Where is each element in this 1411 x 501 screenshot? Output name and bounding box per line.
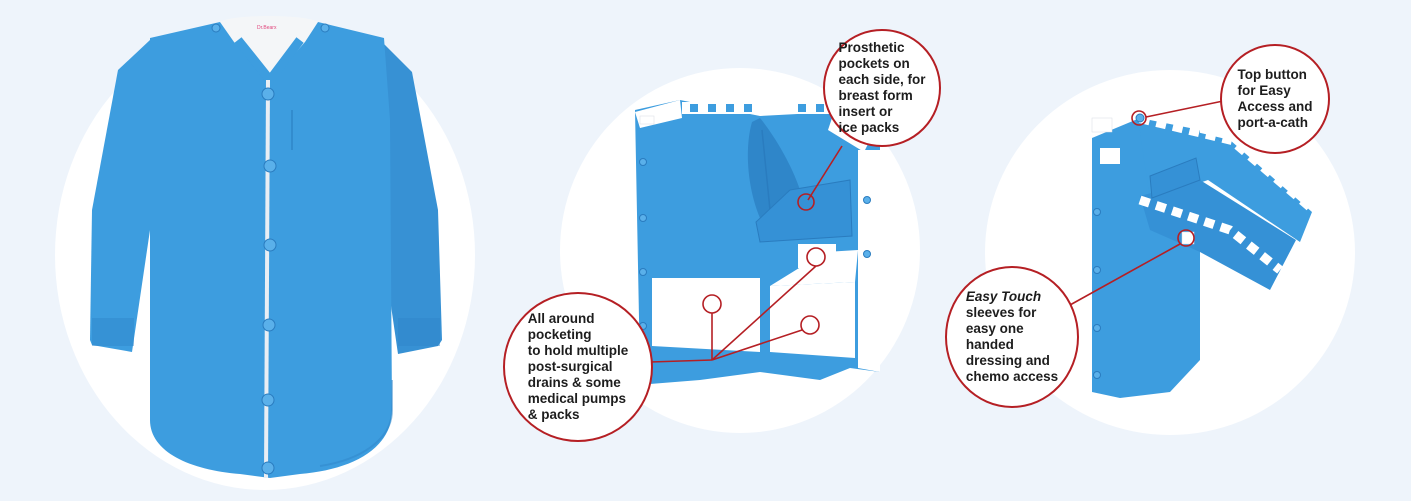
- callout-top-button: Top button for Easy Access and port-a-ca…: [1220, 44, 1330, 154]
- callout-pocketing-text: All around pocketing to hold multiple po…: [528, 311, 629, 423]
- callout-line: Access and: [1237, 99, 1313, 114]
- callout-line: All around: [527, 311, 595, 326]
- callout-line: each side, for: [838, 72, 926, 87]
- callout-line: handed: [965, 337, 1014, 352]
- callout-line: chemo access: [965, 369, 1059, 384]
- callout-line: to hold multiple: [527, 343, 629, 358]
- callout-all-around-pocketing: All around pocketing to hold multiple po…: [503, 292, 653, 442]
- callout-prosthetic-text: Prosthetic pockets on each side, for bre…: [838, 40, 925, 136]
- callout-line: & packs: [527, 407, 580, 422]
- callout-connectors: [649, 99, 1229, 363]
- callout-line: medical pumps: [527, 391, 627, 406]
- callout-line: Top button: [1237, 67, 1307, 82]
- callout-easy-touch-text: Easy Touch sleeves for easy one handed d…: [966, 289, 1058, 385]
- callout-italic-phrase: Easy Touch: [965, 289, 1042, 304]
- open-jacket: [635, 100, 880, 384]
- side-jacket: [1091, 113, 1318, 398]
- lower-left-pocket: [652, 278, 760, 352]
- callout-line: Prosthetic: [838, 40, 905, 55]
- prosthetic-pocket: [755, 179, 853, 243]
- callout-line: post-surgical: [527, 359, 613, 374]
- callout-easy-touch-sleeves: Easy Touch sleeves for easy one handed d…: [945, 266, 1079, 408]
- front-jacket-placket: [264, 79, 270, 479]
- callout-line: for Easy: [1237, 83, 1291, 98]
- garment-brand-label: Dr.Bearx: [257, 25, 277, 31]
- callout-top-button-text: Top button for Easy Access and port-a-ca…: [1237, 67, 1312, 131]
- callout-line: breast form: [838, 88, 913, 103]
- front-jacket: [90, 16, 442, 479]
- lower-right-pocket: [770, 282, 855, 358]
- front-jacket-buttons: [211, 23, 330, 475]
- callout-line: pockets on: [838, 56, 910, 71]
- callout-line: port-a-cath: [1237, 115, 1308, 130]
- callout-line: pocketing: [527, 327, 592, 342]
- callout-line: insert or: [838, 104, 893, 119]
- side-jacket-sleeve: [1138, 118, 1312, 242]
- callout-prosthetic-pockets: Prosthetic pockets on each side, for bre…: [823, 29, 941, 147]
- front-jacket-collar: [220, 16, 318, 82]
- callout-line: ice packs: [838, 120, 900, 135]
- callout-line: easy one: [965, 321, 1024, 336]
- callout-line: drains & some: [527, 375, 621, 390]
- callout-line: sleeves for: [965, 305, 1037, 320]
- front-jacket-left-sleeve: [90, 40, 165, 352]
- callout-line: dressing and: [965, 353, 1050, 368]
